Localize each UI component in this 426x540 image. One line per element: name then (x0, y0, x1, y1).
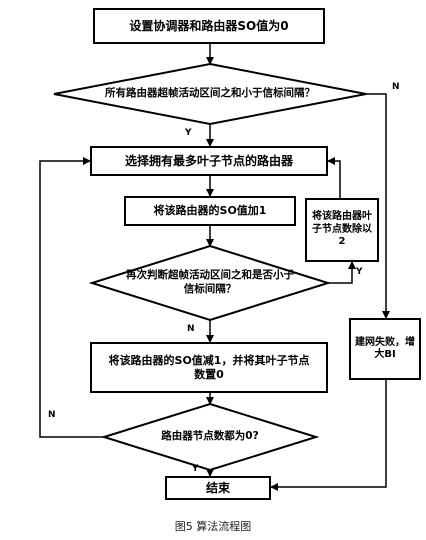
node-network-fail-text: 建网失败，增大BI (355, 336, 415, 361)
decision-recheck-text: 再次判断超帧活动区间之和是否小于信标间隔？ (126, 269, 294, 295)
node-network-fail: 建网失败，增大BI (349, 318, 421, 380)
node-decrement-so: 将该路由器的SO值减1，并将其叶子节点数置0 (90, 342, 328, 393)
decision-diamond-check-zero (100, 402, 320, 472)
node-select-router-text: 选择拥有最多叶子节点的路由器 (124, 153, 293, 168)
node-end-text: 结束 (205, 480, 230, 495)
node-init: 设置协调器和路由器SO值为0 (93, 8, 325, 44)
label-check-zero-no: N (48, 410, 56, 420)
node-halve-leaf-text: 将该路由器叶子节点数除以2 (312, 211, 372, 248)
decision-check-all-text: 所有路由器超帧活动区间之和小于信标间隔？ (105, 87, 315, 100)
figure-caption: 图5 算法流程图 (174, 520, 252, 533)
label-check-all-yes: Y (185, 128, 192, 138)
decision-diamond-recheck (88, 244, 332, 322)
node-decrement-so-text: 将该路由器的SO值减1，并将其叶子节点数置0 (108, 353, 310, 381)
node-halve-leaf: 将该路由器叶子节点数除以2 (305, 198, 379, 262)
decision-diamond-check-all (53, 62, 367, 126)
label-recheck-no: N (187, 324, 195, 334)
node-end: 结束 (165, 476, 271, 500)
node-select-router: 选择拥有最多叶子节点的路由器 (90, 146, 328, 176)
label-check-zero-yes: Y (192, 464, 199, 474)
node-init-text: 设置协调器和路由器SO值为0 (129, 18, 289, 33)
node-increment-so-text: 将该路由器的SO值加1 (153, 204, 267, 218)
label-recheck-yes: Y (356, 267, 363, 277)
decision-check-zero-text: 路由器节点数都为0? (161, 430, 259, 443)
node-increment-so: 将该路由器的SO值加1 (124, 196, 296, 226)
label-check-all-no: N (392, 82, 400, 92)
